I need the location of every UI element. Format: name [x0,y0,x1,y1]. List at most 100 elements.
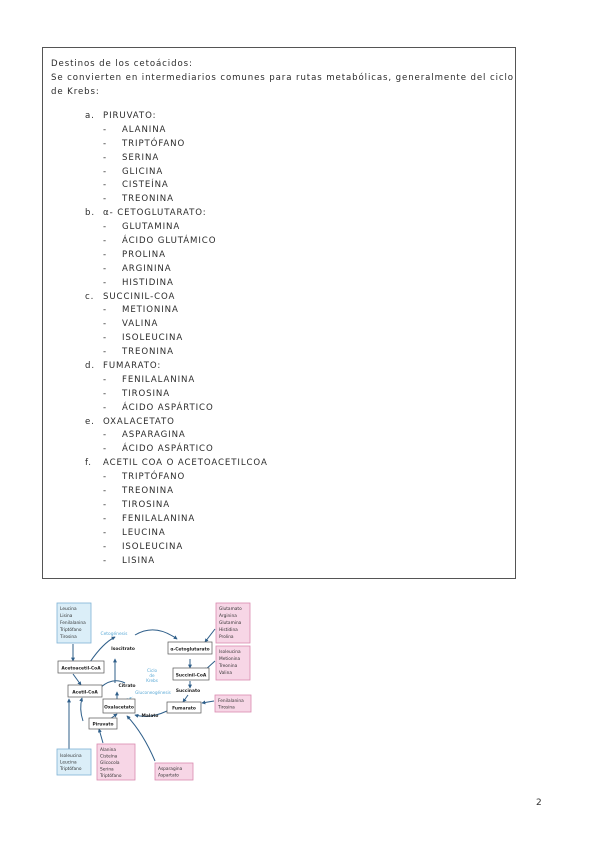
list-item: - TIROSINA [85,388,268,402]
list-item: -METIONINA [85,304,268,318]
arrow-isocitrato-to-cetoglutarato [134,629,178,640]
list-item: -FENILALANINA [85,374,268,388]
label-ciclo: Ciclo [147,668,158,673]
pathway-arrows [67,628,216,762]
list-item-text: GLUTAMINA [122,222,181,233]
list-dash: - [103,222,108,233]
list-dash: - [103,430,108,441]
list-dash: - [103,499,108,510]
list-dash: - [103,138,108,149]
list-dash: - [103,277,108,288]
arrow-acetoacetil-to-isocitrato [89,636,116,663]
list-item-text: TIROSINA [122,388,171,399]
intro-text: Destinos de los cetoácidos: Se convierte… [51,57,513,99]
list-dash: - [103,152,108,163]
node-acetil-label: Acetil-CoA [72,690,98,696]
node-oxalacetato: Oxalacetato [102,698,136,714]
label-ciclo-de: de [149,673,155,678]
list-item: - ARGININA [85,263,268,277]
intro-line: de Krebs: [51,87,100,97]
list-dash: - [103,180,108,191]
node-oxalacetato-label: Oxalacetato [104,705,134,711]
list-item: - SERINA [85,152,268,166]
list-item-text: CISTEÍNA [122,180,169,191]
list-item-text: METIONINA [122,305,179,316]
list-item: -ISOLEUCINA [85,541,268,555]
arrow-acetil-to-citrato [100,680,126,688]
group-title: e. OXALACETATO [85,416,268,430]
group-name: FUMARATO: [103,361,162,372]
list-item: -TREONINA [85,346,268,360]
list-item: -ISOLEUCINA [85,332,268,346]
list-item: -VALINA [85,318,268,332]
arrow-fumarato-to-oxalacetato [134,710,168,718]
list-dash: - [103,124,108,135]
list-item: - GLUTAMINA [85,221,268,235]
list-dash: - [103,388,108,399]
pink-box-glutamato: GlutamatoArgininaGlutaminaHistidinaProli… [215,602,251,644]
list-item-text: ÁCIDO ASPÁRTICO [122,444,214,455]
intro-heading: Destinos de los cetoácidos: [51,59,193,69]
list-item: -LISINA [85,555,268,569]
list-item: -GLICINA [85,166,268,180]
node-acetil: Acetil-CoA [67,684,103,698]
cetoacidos-box: Destinos de los cetoácidos: Se convierte… [42,47,516,579]
node-acetoacetil: Acetoacetil-CoA [57,660,105,674]
list-dash: - [103,374,108,385]
list-item-text: ÁCIDO GLUTÁMICO [122,236,217,247]
arrow-pink-glut-to-cetoglutarato [204,628,216,643]
list-dash: - [103,402,108,413]
diagram-box-line: Prolina [219,634,234,640]
group-letter: e. [85,416,95,427]
list-dash: - [103,513,108,524]
blue-box-top: LeucinaLisinaFenilalaninaTriptófanoTiros… [56,602,92,644]
list-dash: - [103,527,108,538]
list-item-text: ARGININA [122,263,172,274]
arrow-pink-ala-to-piruvato [97,728,104,744]
diagram-box-line: Metionina [219,656,240,662]
list-dash: - [103,249,108,260]
list-item: -ÁCIDO GLUTÁMICO [85,235,268,249]
label-citrato: Citrato [118,683,135,689]
group-letter: a. [85,111,95,121]
list-item: -TREONINA [85,485,268,499]
list-item: -ÁCIDO ASPÁRTICO [85,402,268,416]
arrow-piruvato-to-acetil [79,697,84,722]
list-item: -TRIPTÓFANO [85,471,268,485]
diagram-box-line: Glicocola [100,760,120,766]
list-item-text: TIROSINA [122,499,171,510]
diagram-box-line: Tirosina [59,634,77,640]
node-succinilcoa-label: Succinil-CoA [176,673,207,679]
list-item-text: LEUCINA [122,527,166,538]
list-dash: - [103,319,108,330]
node-fumarato-label: Fumarato [172,706,196,712]
node-piruvato: Piruvato [88,717,118,730]
destinos-list: a.PIRUVATO:-ALANINA-TRIPTÓFANO-SERINA-GL… [85,110,268,568]
group-name: OXALACETATO [103,416,175,427]
diagram-box-line: Aspartato [158,773,179,779]
diagram-box-line: Triptófano [59,765,82,772]
krebs-diagram-svg: LeucinaLisinaFenilalaninaTriptófanoTiros… [56,602,252,781]
list-item-text: SERINA [122,152,160,163]
list-dash: - [103,472,108,483]
list-item-text: ASPARAGINA [122,430,186,441]
label-cetogenesis: Cetogénesis [101,630,129,637]
diagram-box-line: Treonina [218,663,238,669]
group-title: a.PIRUVATO: [85,110,268,124]
list-item-text: ISOLEUCINA [122,333,184,344]
diagram-box-line: Lisina [60,613,73,619]
list-dash: - [103,263,108,274]
list-item: -TREONINA [85,193,268,207]
group-letter: c. [85,291,95,302]
diagram-box-line: Asparagina [158,766,183,772]
arrow-pink-asp-to-oxalacetato [126,715,156,762]
diagram-box-line: Fenilalanina [60,620,86,626]
diagram-box-line: Glutamina [219,620,242,626]
